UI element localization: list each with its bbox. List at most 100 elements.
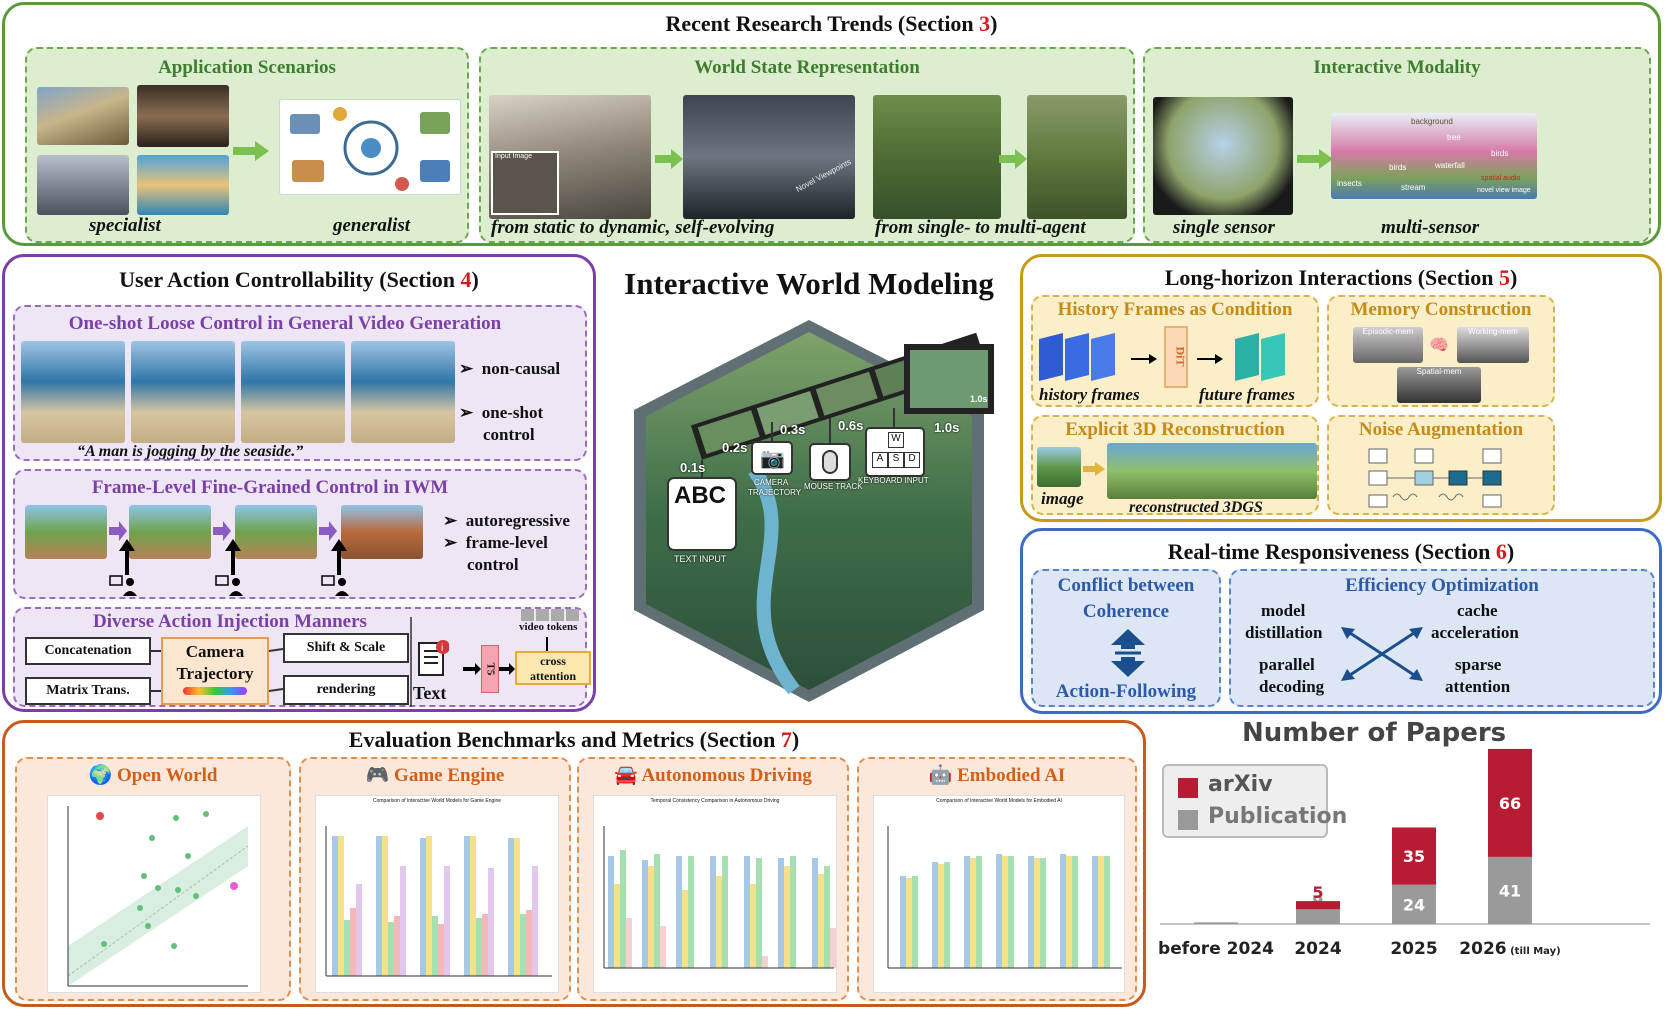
- user-chat-icon: [215, 575, 245, 597]
- long-horizon-title: Long-horizon Interactions (Section 5): [1164, 265, 1518, 290]
- single-sensor-label: single sensor: [1173, 217, 1275, 238]
- bar-label-publication-1: 9: [1312, 891, 1323, 910]
- jogging-frame-1: [21, 341, 125, 443]
- history-future-diagram: [1039, 326, 1285, 388]
- rendering-box: rendering: [283, 675, 409, 705]
- open-world-box: 🌍 Open World: [15, 757, 291, 1001]
- camera-label: CAMERA: [754, 478, 789, 487]
- noise-aug-title: Noise Augmentation: [1358, 419, 1524, 440]
- main-title: Interactive World Modeling: [624, 266, 994, 301]
- reconstruction-box: Explicit 3D Reconstruction image reconst…: [1031, 415, 1319, 516]
- frame-level-box: Frame-Level Fine-Grained Control in IWM …: [13, 469, 587, 599]
- model-distillation-1: model: [1261, 601, 1306, 620]
- bullet-oneshot: ➢ one-shot: [459, 403, 544, 422]
- sparse-attention-1: sparse: [1455, 655, 1502, 674]
- generalist-icons-image: [279, 99, 461, 195]
- keyboard-input-label: KEYBOARD INPUT: [858, 476, 929, 485]
- legend-pub-swatch: [1178, 810, 1198, 830]
- static-dynamic-caption: from static to dynamic, self-evolving: [491, 217, 775, 238]
- t5-encoder-box: T5: [481, 645, 499, 693]
- document-icon: i: [417, 639, 450, 679]
- camera-icon: 📷: [760, 446, 785, 470]
- bar-publication-3: [1488, 856, 1532, 924]
- control-panel: User Action Controllability (Section 4) …: [2, 254, 596, 712]
- single-multi-agent-caption: from single- to multi-agent: [875, 217, 1086, 238]
- racing-image: [37, 87, 129, 145]
- mouse-track-label: MOUSE TRACK: [804, 482, 863, 491]
- memory-box: Memory Construction Episodic-mem 🧠 Worki…: [1327, 295, 1555, 407]
- conflict-line3: Action-Following: [1055, 681, 1197, 702]
- bar-label-publication-2: 24: [1403, 895, 1425, 914]
- mouse-icon: [822, 450, 838, 474]
- dit-block-label: DiT: [1173, 346, 1188, 367]
- modality-box: Interactive Modality background tree bir…: [1143, 47, 1651, 243]
- bar-publication-0: [1194, 922, 1238, 924]
- bullet-noncausal: ➢ non-causal: [459, 359, 561, 378]
- world-hexagon-illustration: 0.1s 0.2s 0.3s 0.6s 1.0s 1.0s ABC TEXT I…: [604, 310, 1014, 710]
- world-state-title: World State Representation: [694, 57, 920, 78]
- noise-aug-box: Noise Augmentation: [1327, 415, 1555, 515]
- user-chat-icon: [321, 575, 351, 597]
- time-label-03: 0.3s: [780, 422, 806, 437]
- multisensor-image: background tree birds waterfall birds in…: [1331, 113, 1537, 199]
- conflict-line1: Conflict between: [1057, 575, 1195, 596]
- keyboard-keys: W A S D: [872, 432, 922, 472]
- bar-publication-2: [1392, 884, 1436, 924]
- generalist-label: generalist: [333, 215, 411, 236]
- embodied-ai-box: 🤖 Embodied AI Comparison of Interactive …: [857, 757, 1137, 1001]
- autonomous-driving-chart: Temporal Consistency Comparison in Auton…: [593, 795, 837, 993]
- street-image: [37, 155, 129, 215]
- arrow-right-icon: [655, 149, 683, 169]
- concatenation-box: Concatenation: [25, 637, 151, 665]
- autonomous-driving-box: 🚘 Autonomous Driving Temporal Consistenc…: [577, 757, 849, 1001]
- trajectory-label: TRAJECTORY: [748, 488, 802, 497]
- robot-icon: 🤖: [928, 765, 953, 786]
- bar-arxiv-1: [1296, 901, 1340, 910]
- jogging-frame-3: [241, 341, 345, 443]
- bullet-control-cont: control: [483, 425, 535, 444]
- bar-arxiv-3: [1488, 748, 1532, 857]
- evaluation-panel: Evaluation Benchmarks and Metrics (Secti…: [2, 720, 1146, 1007]
- memory-title: Memory Construction: [1350, 299, 1532, 320]
- cross-arrows-icon: [1339, 625, 1425, 683]
- arrow-right-icon: [1083, 461, 1105, 476]
- user-chat-icon: [109, 575, 139, 597]
- evaluation-title: Evaluation Benchmarks and Metrics (Secti…: [348, 727, 800, 752]
- game-engine-box: 🎮 Game Engine Comparison of Interactive …: [299, 757, 571, 1001]
- gamepad-icon: 🎮: [365, 765, 390, 786]
- 3dgs-label: reconstructed 3DGS: [1129, 499, 1263, 516]
- specialist-label: specialist: [89, 215, 161, 236]
- realtime-title: Real-time Responsiveness (Section 6): [1167, 539, 1515, 564]
- globe-icon: 🌍: [88, 765, 113, 786]
- embodied-ai-title: 🤖 Embodied AI: [928, 765, 1066, 786]
- bullet-frame-control: control: [467, 555, 519, 574]
- arrow-right-icon: [1297, 149, 1333, 169]
- spatial-mem-image: Spatial-mem: [1397, 367, 1481, 403]
- history-frames-label: history frames: [1039, 385, 1140, 404]
- model-distillation-2: distillation: [1245, 623, 1323, 642]
- hexagon-world-icon: [634, 320, 994, 702]
- multi-sensor-label: multi-sensor: [1381, 217, 1480, 238]
- frame-arrows: [109, 521, 347, 575]
- world-state-box: World State Representation Input Image N…: [479, 47, 1135, 243]
- arrow-right-icon: [999, 149, 1027, 169]
- arrow-right-icon: [233, 141, 269, 161]
- app-scenarios-title: Application Scenarios: [158, 57, 336, 78]
- game-frame-2: [129, 505, 211, 559]
- shift-scale-box: Shift & Scale: [283, 633, 409, 663]
- open-world-scatter: [47, 795, 261, 993]
- oneshot-box: One-shot Loose Control in General Video …: [13, 305, 587, 461]
- car-icon: 🚘: [614, 765, 638, 786]
- abc-text-icon: ABC: [674, 482, 726, 509]
- episodic-mem-image: Episodic-mem: [1353, 327, 1423, 363]
- history-frames-title: History Frames as Condition: [1057, 299, 1293, 320]
- jogging-quote: “A man is jogging by the seaside.”: [77, 443, 304, 460]
- noise-diagram: [1368, 448, 1502, 508]
- sparse-attention-2: attention: [1445, 677, 1511, 696]
- conflict-box: Conflict between Coherence Action-Follow…: [1031, 569, 1221, 707]
- open-world-title: 🌍 Open World: [88, 765, 218, 786]
- working-mem-image: Working-mem: [1457, 327, 1529, 363]
- brain-icon: 🧠: [1429, 335, 1449, 354]
- fisheye-image: [1153, 97, 1293, 215]
